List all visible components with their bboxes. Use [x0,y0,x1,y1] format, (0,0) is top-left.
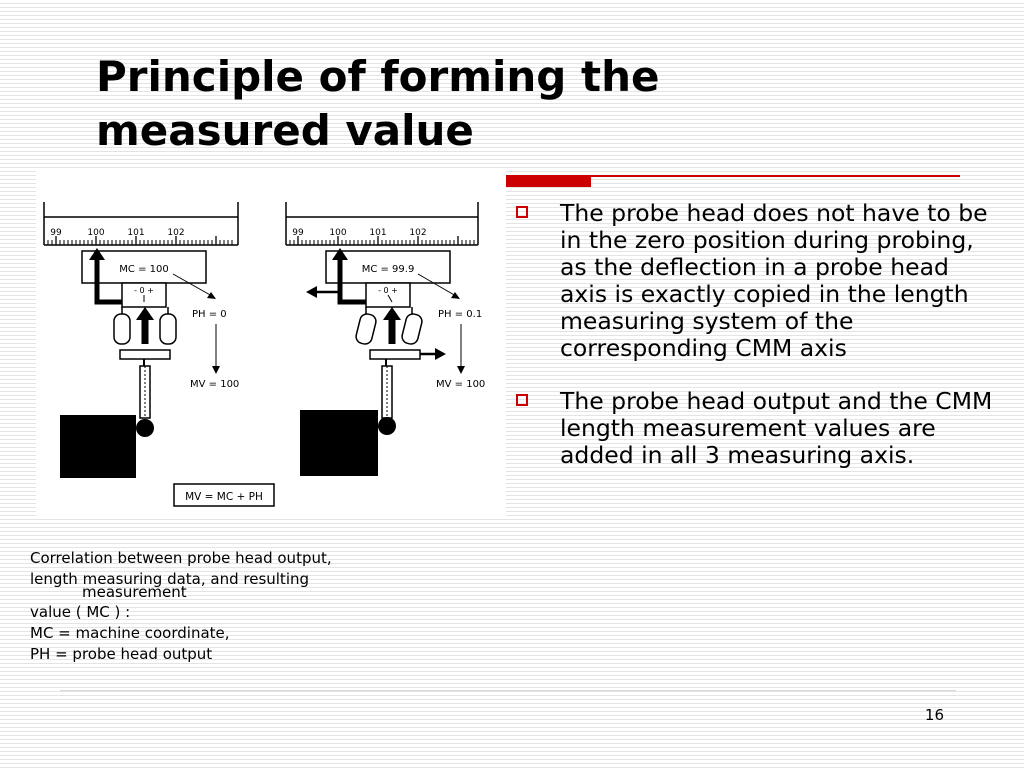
left-probe-head: MC = 100 - 0 + PH = 0 MV = 100 [81,248,239,437]
left-scale-tick-99: 99 [50,228,62,238]
right-zero-label: - 0 + [378,286,398,295]
left-mc-label: MC = 100 [119,264,168,275]
figure-caption: Correlation between probe head output, l… [30,548,450,665]
right-workpiece [300,410,378,476]
caption-line: PH = probe head output [30,645,213,663]
right-scale-tick-102: 102 [409,228,426,238]
formula-box [173,483,275,507]
right-scale: 99 100 101 102 [285,202,479,246]
caption-line: measurement [82,583,187,601]
page-number: 16 [924,706,944,724]
left-zero-label: - 0 + [134,286,154,295]
bullet-text: The probe head does not have to be in th… [560,199,988,362]
left-scale: 99 100 101 102 [43,202,239,246]
slide-title: Principle of forming the measured value [96,50,796,158]
bullet-item: The probe head output and the CMM length… [512,388,1002,469]
square-bullet-icon [516,206,528,218]
left-scale-tick-100: 100 [87,228,104,238]
title-line-1: Principle of forming the [96,52,660,101]
left-scale-tick-102: 102 [167,228,184,238]
square-bullet-icon [516,394,528,406]
caption-line: value ( MC ) : [30,603,131,621]
right-mc-label: MC = 99.9 [362,264,415,275]
left-workpiece [60,415,136,478]
probe-diagram-svg: 99 100 101 102 MC = 100 - 0 + [43,202,485,507]
right-mv-label: MV = 100 [436,379,485,390]
right-scale-tick-99: 99 [292,228,304,238]
left-mv-label: MV = 100 [190,379,239,390]
left-ph-label: PH = 0 [192,309,227,320]
right-ph-label: PH = 0.1 [438,309,482,320]
right-probe-head: MC = 99.9 - 0 + PH = 0.1 [306,248,485,435]
caption-line: MC = machine coordinate, [30,624,230,642]
formula-label: MV = MC + PH [185,491,263,503]
bullet-list: The probe head does not have to be in th… [512,200,1002,495]
bullet-item: The probe head does not have to be in th… [512,200,1002,362]
caption-line: length measuring data, and resulting [30,570,310,588]
footer-divider [60,690,956,691]
accent-line [591,175,960,177]
probe-diagram: 99 100 101 102 MC = 100 - 0 + [36,168,506,518]
title-line-2: measured value [96,106,474,155]
caption-line: Correlation between probe head output, [30,549,332,567]
right-scale-tick-101: 101 [369,228,386,238]
right-scale-tick-100: 100 [329,228,346,238]
bullet-text: The probe head output and the CMM length… [560,387,993,469]
accent-bar [505,175,591,187]
left-scale-tick-101: 101 [127,228,144,238]
